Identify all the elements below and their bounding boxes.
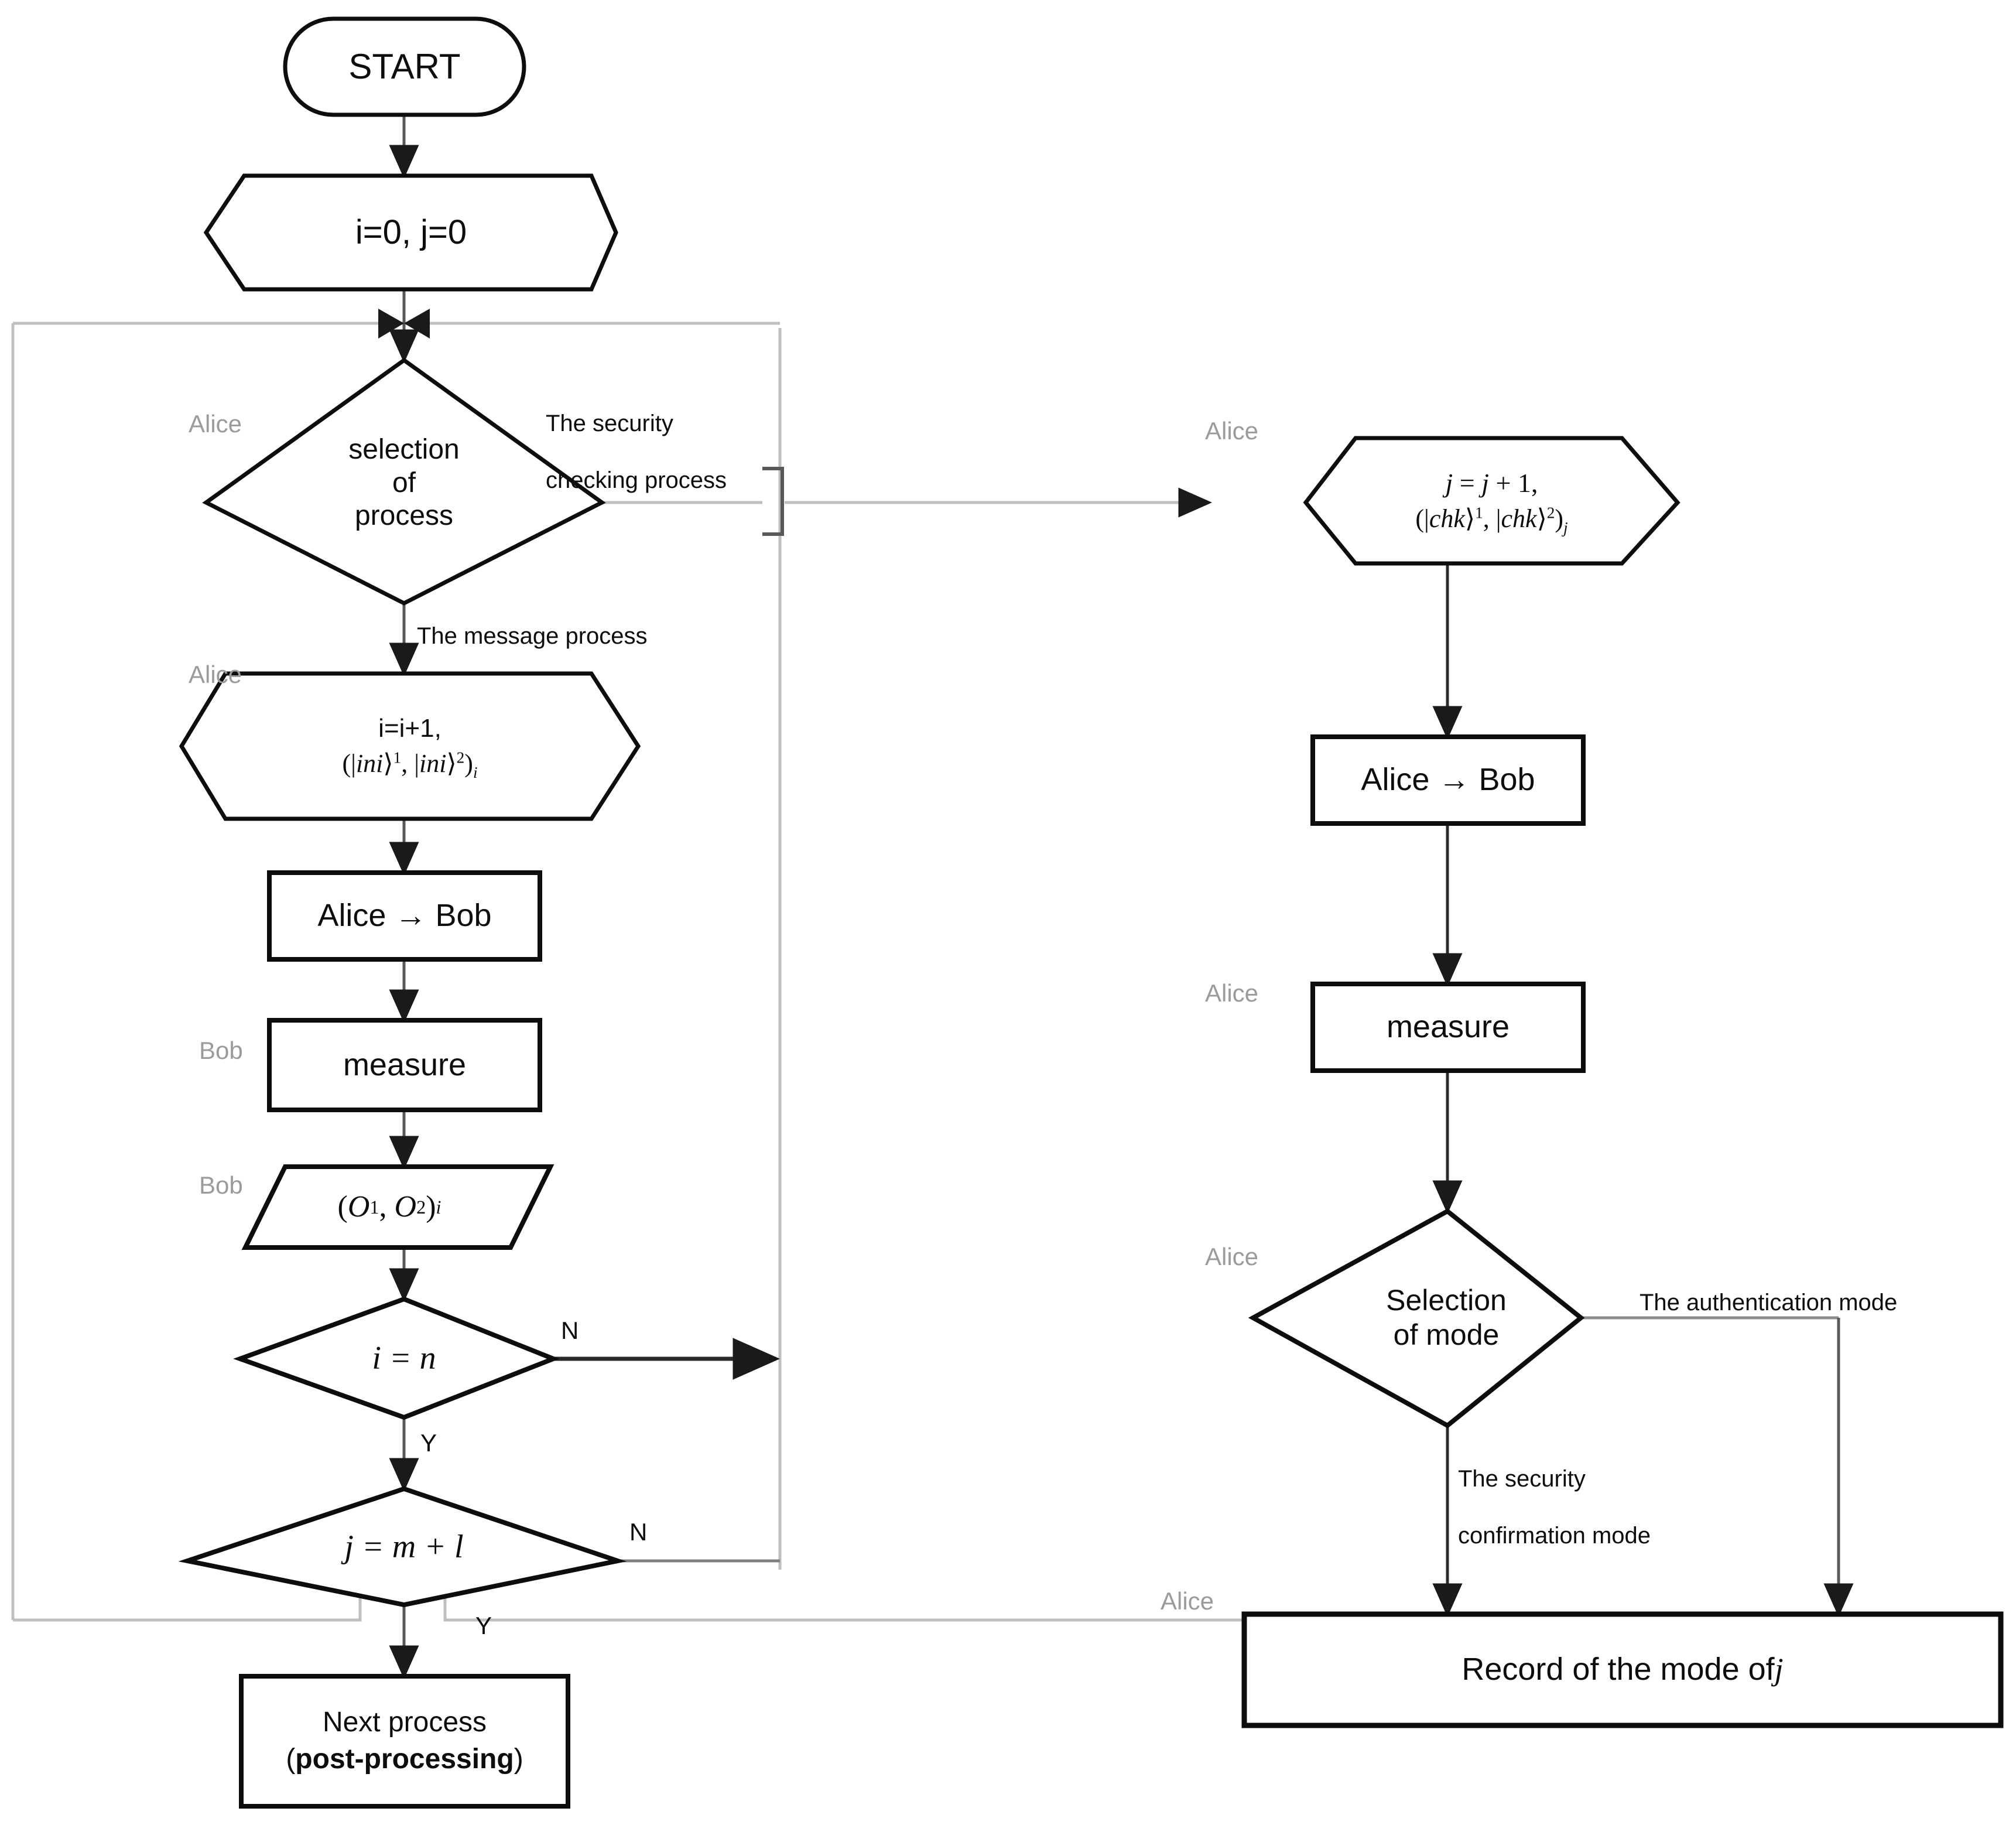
node-msg-measure[interactable] (267, 1018, 542, 1112)
node-start[interactable] (283, 16, 526, 117)
edge-label-i-eq-n-yes: Y (420, 1429, 437, 1457)
security-confirmation-line1: The security (1458, 1465, 1586, 1492)
role-label-bob-measure: Bob (199, 1037, 243, 1064)
node-decide-i-eq-n[interactable] (233, 1296, 560, 1420)
role-label-alice-selection-of-process: Alice (189, 410, 242, 438)
role-label-alice-record-mode: Alice (1161, 1587, 1214, 1615)
node-chk-measure[interactable] (1310, 982, 1586, 1073)
node-msg-output[interactable] (241, 1164, 555, 1250)
node-next-process[interactable] (239, 1674, 570, 1809)
node-chk-send[interactable] (1310, 734, 1586, 826)
security-checking-line1: The security (546, 410, 673, 436)
role-label-bob-output: Bob (199, 1171, 243, 1199)
node-decide-j-eq-m-plus-l[interactable] (178, 1486, 627, 1608)
edge-label-security-confirmation-mode: The security confirmation mode (1458, 1436, 1651, 1550)
node-msg-send[interactable] (267, 870, 542, 962)
security-branch-bracket (762, 467, 784, 536)
edge-label-authentication-mode: The authentication mode (1640, 1290, 1898, 1315)
edge-label-j-eq-m-yes: Y (475, 1612, 492, 1639)
security-confirmation-line2: confirmation mode (1458, 1523, 1651, 1549)
node-message-prepare[interactable] (179, 671, 641, 821)
node-selection-of-process[interactable] (202, 357, 606, 606)
edge-label-security-checking-process: The security checking process (546, 381, 727, 495)
edge-label-i-eq-n-no: N (561, 1317, 579, 1344)
role-label-alice-message-prepare: Alice (189, 661, 242, 688)
edge-label-j-eq-m-no: N (629, 1518, 648, 1546)
role-label-alice-check-prepare: Alice (1205, 417, 1259, 445)
loop-junction-arrowheads (378, 309, 430, 339)
role-label-alice-chk-measure: Alice (1205, 979, 1259, 1007)
node-check-prepare[interactable] (1303, 436, 1680, 566)
outer-loop-path (11, 322, 1244, 1622)
node-selection-of-mode[interactable] (1248, 1208, 1585, 1428)
role-label-alice-selection-of-mode: Alice (1205, 1243, 1259, 1270)
security-checking-line2: checking process (546, 467, 727, 494)
edge-label-message-process: The message process (417, 623, 648, 649)
node-record-mode[interactable] (1241, 1611, 2004, 1728)
node-init[interactable] (203, 173, 618, 292)
